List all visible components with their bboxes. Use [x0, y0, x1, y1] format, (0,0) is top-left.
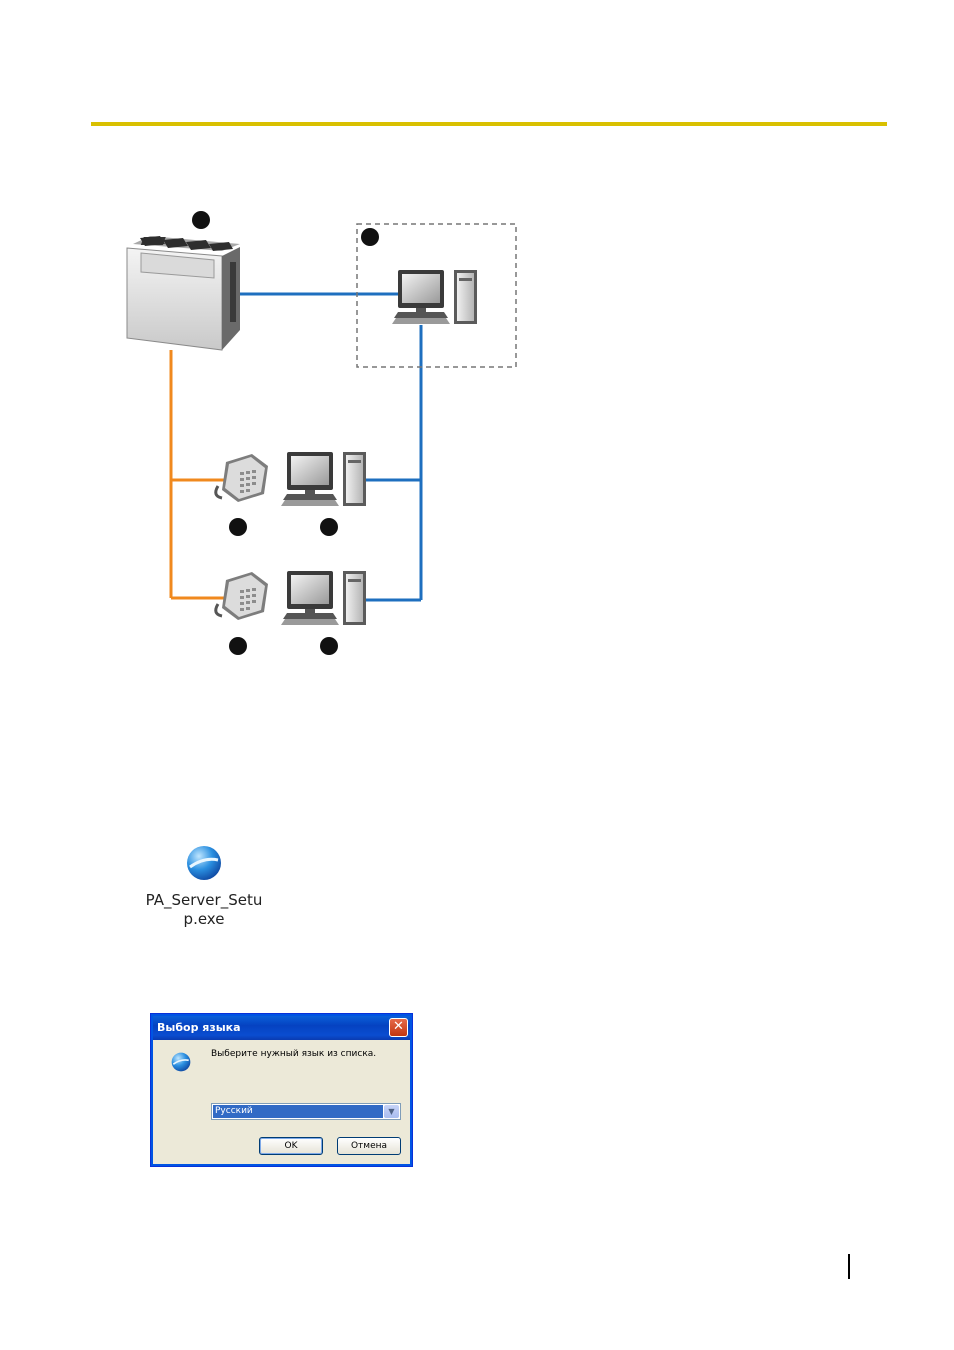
dialog-prompt: Выберите нужный язык из списка.: [211, 1049, 376, 1059]
language-dialog: Выбор языка ✕ Выберите нужный язык из сп…: [150, 1013, 413, 1167]
network-diagram: [0, 0, 954, 700]
close-button[interactable]: ✕: [389, 1018, 408, 1037]
globe-setup-icon: [184, 843, 224, 883]
close-icon: ✕: [393, 1019, 404, 1034]
lan-lines: [238, 294, 421, 600]
server-pc: [392, 270, 477, 324]
ok-button[interactable]: OK: [259, 1137, 323, 1155]
language-select[interactable]: Русский ▼: [211, 1103, 401, 1120]
dialog-title: Выбор языка: [157, 1021, 241, 1034]
cancel-button[interactable]: Отмена: [337, 1137, 401, 1155]
setup-file-label: PA_Server_Setup.exe: [140, 891, 268, 929]
page-margin-mark: [848, 1254, 850, 1279]
setup-file-shortcut[interactable]: PA_Server_Setup.exe: [140, 843, 268, 929]
phone-lines: [171, 350, 225, 598]
chevron-down-icon[interactable]: ▼: [384, 1105, 399, 1118]
dialog-globe-icon: [170, 1051, 192, 1073]
client-pc-2: [281, 571, 366, 625]
dialog-titlebar[interactable]: Выбор языка ✕: [153, 1016, 410, 1040]
language-select-value: Русский: [213, 1105, 383, 1118]
ip-phone-1: [216, 454, 268, 502]
ip-phone-2: [216, 572, 268, 620]
client-pc-1: [281, 452, 366, 506]
pbx-unit: [127, 236, 240, 350]
